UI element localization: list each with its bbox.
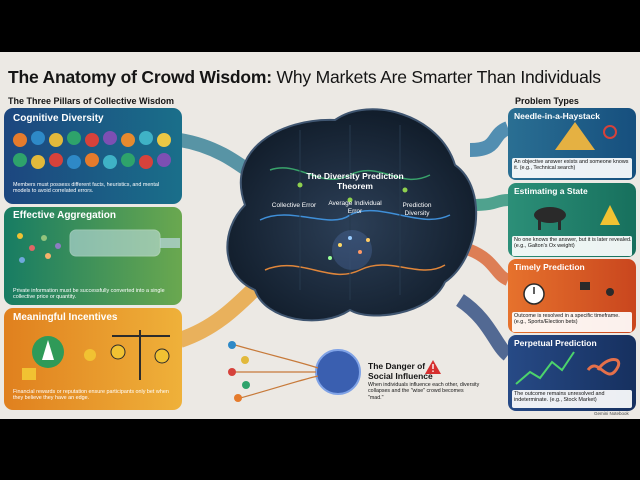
brain-illustration: [226, 108, 478, 322]
infographic-poster: The Anatomy of Crowd Wisdom: Why Markets…: [0, 52, 640, 419]
haystack-icon: [555, 122, 617, 150]
ribbon-right-3: [467, 244, 511, 286]
needle-text-panel: [512, 158, 632, 178]
label-collective-error: Collective Error: [271, 202, 317, 209]
card-text-cognitive: Members must possess different facts, he…: [13, 182, 160, 195]
problem-title-timely: Timely Prediction: [514, 262, 585, 272]
label-prediction-diversity: Prediction Diversity: [402, 202, 432, 217]
stock-chart-icon: [515, 351, 621, 385]
problem-title-needle: Needle-in-a-Haystack: [514, 111, 600, 121]
title-main: The Anatomy of Crowd Wisdom:: [8, 67, 272, 87]
perpetual-text-panel: [512, 390, 632, 408]
card-title-cognitive: Cognitive Diversity: [13, 113, 104, 124]
stopwatch-icon: [523, 282, 614, 305]
title-sub: Why Markets Are Smarter Than Individuals: [271, 67, 602, 87]
card-title-incentives: Meaningful Incentives: [13, 312, 118, 323]
problem-text-timely: Outcome is resolved in a specific timefr…: [514, 313, 620, 326]
problem-title-perpetual: Perpetual Prediction: [514, 338, 597, 348]
card-title-aggregation: Effective Aggregation: [13, 210, 116, 221]
danger-text: When individuals influence each other, d…: [368, 382, 480, 401]
scale-and-coins-icon: [22, 330, 170, 380]
problem-text-needle: An objective answer exists and someone k…: [514, 159, 629, 172]
page-title: The Anatomy of Crowd Wisdom: Why Markets…: [8, 67, 601, 88]
estimating-text-panel: [512, 236, 632, 256]
ox-icon: [534, 205, 620, 230]
theorem-title: The Diversity Prediction Theorem: [306, 171, 404, 191]
left-heading: The Three Pillars of Collective Wisdom: [8, 96, 174, 106]
problem-text-estimating: No one knows the answer, but it is later…: [514, 237, 632, 250]
problem-title-estimating: Estimating a State: [514, 186, 588, 196]
label-average-individual-error: Average Individual Error: [328, 200, 382, 215]
warning-icon: [425, 360, 441, 374]
heads-icon-grid: [13, 131, 171, 169]
card-text-aggregation: Private information must be successfully…: [13, 288, 165, 301]
right-heading: Problem Types: [515, 96, 579, 106]
card-text-incentives: Financial rewards or reputation ensure p…: [13, 389, 169, 402]
ribbon-right-4: [455, 294, 513, 361]
problem-text-perpetual: The outcome remains unresolved and indet…: [514, 391, 605, 404]
watermark-text: Gemini Notebook: [594, 411, 629, 416]
timely-text-panel: [512, 312, 632, 332]
illustration-layer: [4, 108, 636, 411]
funnel-tube-icon: [17, 229, 180, 263]
danger-title: The Danger of Social Influence: [368, 361, 433, 381]
ribbon-right-1: [469, 121, 512, 157]
social-network-illustration: [228, 341, 361, 402]
